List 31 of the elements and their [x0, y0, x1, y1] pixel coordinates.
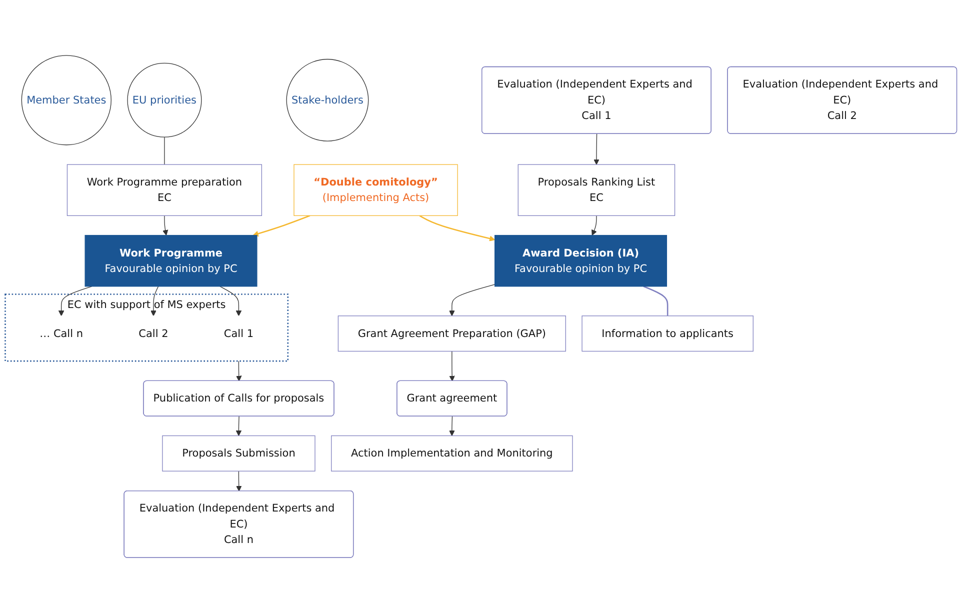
arrow — [236, 470, 242, 492]
node-box: Proposals Ranking List EC — [518, 164, 676, 216]
node-box: Action Implementation and Monitoring — [331, 435, 573, 472]
node-circle: Member States — [21, 55, 112, 146]
arrow — [150, 286, 159, 316]
node-box: Work Programme Favourable opinion by PC — [84, 234, 258, 287]
node-box: Work Programme preparation EC — [66, 164, 262, 216]
arrow — [252, 215, 310, 236]
node-text: … Call n — [40, 327, 83, 340]
node-circle: EU priorities — [127, 62, 202, 138]
arrow — [419, 215, 496, 242]
connector — [164, 136, 165, 165]
node-text: Call 1 — [224, 327, 254, 340]
node-box: “Double comitology” (Implementing Acts) — [294, 164, 458, 216]
arrow — [449, 284, 496, 316]
node-text: Call 2 — [138, 327, 168, 340]
arrow — [58, 286, 92, 316]
arrow — [236, 416, 242, 436]
arrow — [449, 350, 455, 382]
node-circle: Stake-holders — [286, 58, 369, 142]
arrow — [594, 134, 600, 165]
arrow — [162, 215, 168, 236]
node-box: Proposals Submission — [162, 435, 316, 472]
arrow — [236, 360, 242, 382]
connector — [643, 286, 668, 316]
node-box: Award Decision (IA) Favourable opinion by PC — [494, 234, 668, 287]
arrow — [220, 286, 242, 316]
arrow — [592, 215, 597, 236]
node-box: Grant Agreement Preparation (GAP) — [338, 316, 566, 352]
arrow — [449, 416, 455, 436]
node-box: Information to applicants — [582, 316, 754, 352]
